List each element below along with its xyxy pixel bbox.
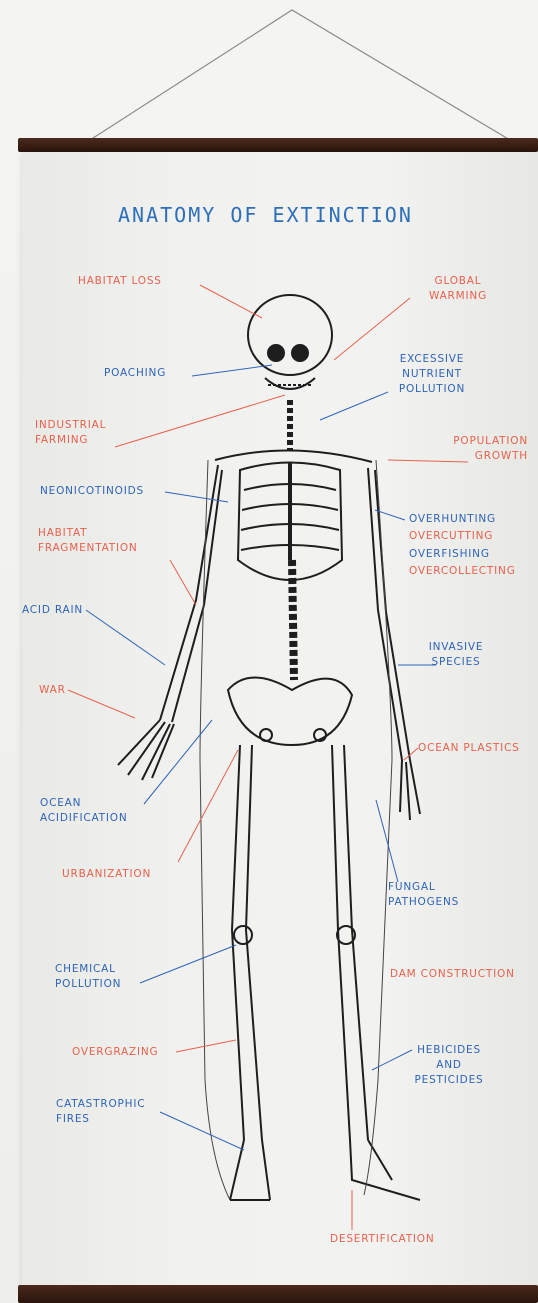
label-acid-rain: ACID RAIN: [22, 603, 83, 618]
label-war: WAR: [39, 683, 66, 698]
label-overfishing: OVERFISHING: [409, 547, 490, 562]
label-excessive-nutrient-pollution: EXCESSIVE NUTRIENT POLLUTION: [384, 352, 480, 397]
label-fungal-pathogens: FUNGAL PATHOGENS: [388, 880, 459, 910]
label-invasive-species: INVASIVE SPECIES: [418, 640, 494, 670]
label-overcutting: OVERCUTTING: [409, 529, 493, 544]
label-dam-construction: DAM CONSTRUCTION: [390, 967, 515, 982]
label-habitat-loss: HABITAT LOSS: [78, 274, 162, 289]
label-desertification: DESERTIFICATION: [330, 1232, 435, 1247]
label-ocean-acidification: OCEAN ACIDIFICATION: [40, 796, 127, 826]
label-global-warming: GLOBAL WARMING: [412, 274, 504, 304]
label-hebicides-and-pesticides: HEBICIDES AND PESTICIDES: [404, 1043, 494, 1088]
label-ocean-plastics: OCEAN PLASTICS: [418, 741, 520, 756]
label-overcollecting: OVERCOLLECTING: [409, 564, 516, 579]
label-catastrophic-fires: CATASTROPHIC FIRES: [56, 1097, 145, 1127]
label-chemical-pollution: CHEMICAL POLLUTION: [55, 962, 121, 992]
label-neonicotinoids: NEONICOTINOIDS: [40, 484, 144, 499]
label-population-growth: POPULATION GROWTH: [432, 434, 528, 464]
label-overgrazing: OVERGRAZING: [72, 1045, 158, 1060]
label-poaching: POACHING: [104, 366, 166, 381]
label-industrial-farming: INDUSTRIAL FARMING: [35, 418, 106, 448]
label-urbanization: URBANIZATION: [62, 867, 151, 882]
label-overhunting: OVERHUNTING: [409, 512, 496, 527]
label-habitat-fragmentation: HABITAT FRAGMENTATION: [38, 526, 138, 556]
